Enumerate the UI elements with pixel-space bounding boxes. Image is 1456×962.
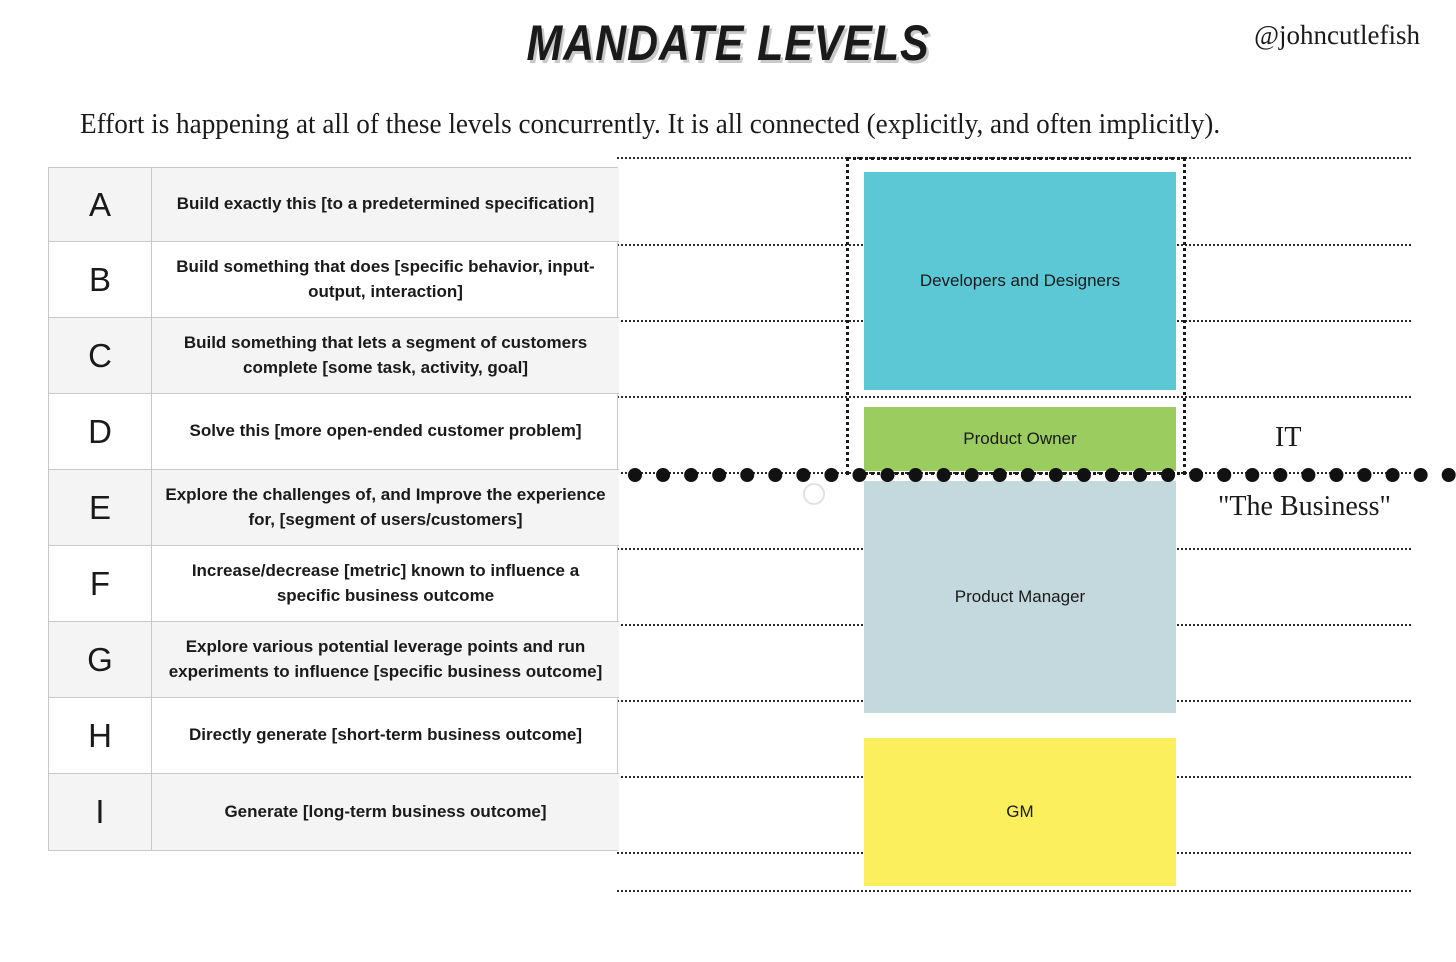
page-subtitle: Effort is happening at all of these leve…: [80, 109, 1221, 140]
circle-marker-icon: [803, 483, 825, 505]
level-letter: G: [49, 622, 152, 697]
level-letter: B: [49, 242, 152, 317]
table-row: I Generate [long-term business outcome]: [49, 774, 619, 850]
table-row: B Build something that does [specific beh…: [49, 242, 619, 318]
level-description: Explore various potential leverage point…: [168, 636, 603, 681]
level-description: Generate [long-term business outcome]: [224, 801, 547, 821]
level-letter: H: [49, 698, 152, 773]
level-letter: E: [49, 470, 152, 545]
table-row: A Build exactly this [to a predetermined …: [49, 168, 619, 242]
level-letter: F: [49, 546, 152, 621]
role-block-product-owner[interactable]: Product Owner: [864, 407, 1176, 471]
it-business-divider: [628, 468, 1456, 482]
table-row: F Increase/decrease [metric] known to inf…: [49, 546, 619, 622]
level-letter: D: [49, 394, 152, 469]
role-block-developers[interactable]: Developers and Designers: [864, 172, 1176, 390]
level-description: Build something that does [specific beha…: [176, 256, 595, 301]
table-row: G Explore various potential leverage poin…: [49, 622, 619, 698]
level-description: Build something that lets a segment of c…: [183, 332, 588, 377]
label-it: IT: [1275, 422, 1302, 453]
role-block-product-manager[interactable]: Product Manager: [864, 481, 1176, 713]
label-the-business: "The Business": [1218, 491, 1391, 522]
grid-line: [617, 396, 1411, 398]
grid-line: [617, 890, 1411, 892]
level-description: Explore the challenges of, and Improve t…: [165, 484, 606, 529]
table-row: H Directly generate [short-term business …: [49, 698, 619, 774]
mandate-levels-table: A Build exactly this [to a predetermined …: [48, 167, 619, 851]
level-description: Directly generate [short-term business o…: [189, 725, 582, 745]
table-row: C Build something that lets a segment of …: [49, 318, 619, 394]
role-block-gm[interactable]: GM: [864, 738, 1176, 886]
author-handle: @johncutlefish: [1254, 20, 1420, 50]
level-description: Build exactly this [to a predetermined s…: [176, 194, 595, 214]
table-row: D Solve this [more open-ended customer pr…: [49, 394, 619, 470]
level-letter: C: [49, 318, 152, 393]
level-letter: A: [49, 168, 152, 241]
page-title: MANDATE LEVELS: [526, 15, 930, 71]
level-description: Solve this [more open-ended customer pro…: [189, 421, 582, 441]
level-letter: I: [49, 774, 152, 850]
table-row: E Explore the challenges of, and Improve …: [49, 470, 619, 546]
level-description: Increase/decrease [metric] known to infl…: [191, 560, 580, 605]
